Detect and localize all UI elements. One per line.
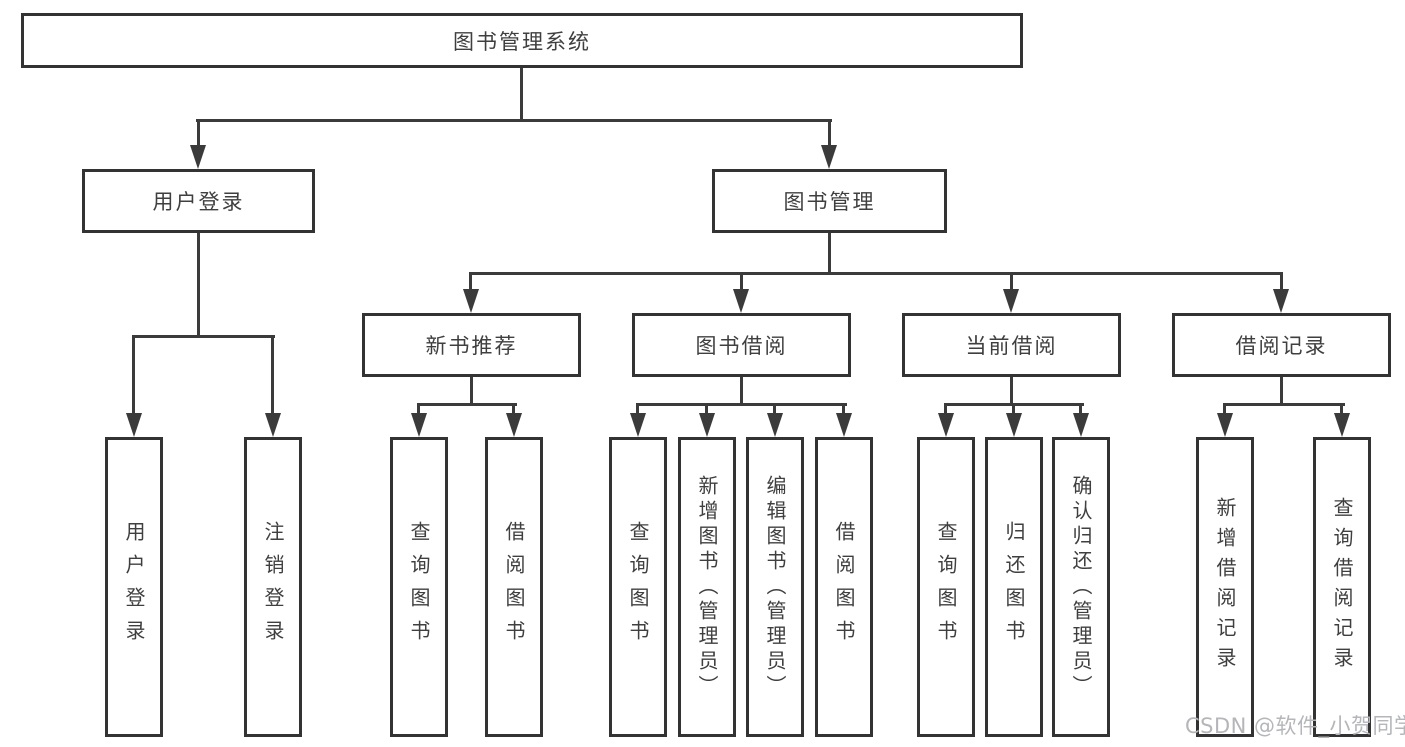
node-query-books-borrowing: 查询图书: [609, 437, 667, 737]
arrow-down-icon: [836, 413, 852, 437]
node-add-books-admin: 新增图书（管理员）: [678, 437, 736, 737]
node-label: 确认归还（管理员）: [1069, 474, 1093, 700]
node-label: 新增图书（管理员）: [695, 474, 719, 700]
node-label: 图书借阅: [695, 334, 788, 358]
node-label: 图书管理系统: [453, 29, 591, 54]
arrow-down-icon: [1006, 413, 1022, 437]
node-label: 图书管理: [783, 190, 876, 214]
connector-stem-user-login-leaf: [132, 335, 135, 415]
node-label: 当前借阅: [965, 334, 1058, 358]
connector-current-trunk: [1010, 375, 1013, 406]
node-new-book-recommendation: 新书推荐: [362, 313, 581, 377]
connector-stem-borrowing-records: [1280, 272, 1283, 293]
node-logout: 注销登录: [244, 437, 302, 737]
node-label: 新增借阅记录: [1213, 497, 1237, 677]
arrow-down-icon: [126, 413, 142, 437]
connector-stem-query-books-borrowing: [636, 403, 639, 417]
arrow-down-icon: [1334, 413, 1350, 437]
node-label: 查询借阅记录: [1330, 497, 1354, 677]
node-label: 查询图书: [934, 521, 958, 653]
connector-stem-query-books-current: [944, 403, 947, 417]
arrow-down-icon: [463, 289, 479, 313]
connector-book-management-rail: [469, 272, 1283, 275]
connector-user-login-trunk: [197, 230, 200, 338]
connector-stem-confirm-return: [1079, 403, 1082, 417]
connector-stem-user-login: [197, 119, 200, 149]
connector-records-trunk: [1280, 375, 1283, 406]
node-borrow-books-borrowing: 借阅图书: [815, 437, 873, 737]
node-book-borrowing: 图书借阅: [632, 313, 851, 377]
arrow-down-icon: [1273, 289, 1289, 313]
connector-stem-book-management: [828, 119, 831, 149]
connector-stem-add-books: [705, 403, 708, 417]
node-label: 借阅图书: [502, 521, 526, 653]
node-label: 新书推荐: [425, 334, 518, 358]
node-user-login: 用户登录: [82, 169, 315, 233]
node-label: 用户登录: [122, 521, 146, 653]
connector-stem-logout: [271, 335, 274, 415]
node-label: 查询图书: [407, 521, 431, 653]
node-borrow-books-recommend: 借阅图书: [485, 437, 543, 737]
arrow-down-icon: [699, 413, 715, 437]
arrow-down-icon: [506, 413, 522, 437]
arrow-down-icon: [733, 289, 749, 313]
node-label: 编辑图书（管理员）: [763, 474, 787, 700]
connector-borrowing-trunk: [740, 375, 743, 406]
arrow-down-icon: [265, 413, 281, 437]
connector-stem-return-books: [1012, 403, 1015, 417]
arrow-down-icon: [767, 413, 783, 437]
arrow-down-icon: [1003, 289, 1019, 313]
connector-book-management-trunk: [828, 230, 831, 275]
connector-user-login-rail: [132, 335, 275, 338]
connector-stem-new-book-recommendation: [469, 272, 472, 293]
node-user-login-leaf: 用户登录: [105, 437, 163, 737]
connector-stem-query-books-recommend: [417, 403, 420, 417]
node-label: 注销登录: [261, 521, 285, 653]
node-current-borrowing: 当前借阅: [902, 313, 1121, 377]
connector-stem-borrow-books-borrowing: [842, 403, 845, 417]
node-add-borrow-record: 新增借阅记录: [1196, 437, 1254, 737]
node-label: 借阅图书: [832, 521, 856, 653]
node-label: 查询图书: [626, 521, 650, 653]
node-confirm-return-admin: 确认归还（管理员）: [1052, 437, 1110, 737]
node-label: 用户登录: [152, 190, 245, 214]
node-query-borrow-record: 查询借阅记录: [1313, 437, 1371, 737]
connector-stem-book-borrowing: [740, 272, 743, 293]
node-book-management: 图书管理: [712, 169, 947, 233]
node-library-management-system: 图书管理系统: [21, 13, 1023, 68]
connector-stem-borrow-books-recommend: [512, 403, 515, 417]
arrow-down-icon: [938, 413, 954, 437]
connector-records-rail: [1223, 403, 1345, 406]
node-label: 归还图书: [1002, 521, 1026, 653]
node-query-books-recommend: 查询图书: [390, 437, 448, 737]
arrow-down-icon: [411, 413, 427, 437]
node-return-books: 归还图书: [985, 437, 1043, 737]
connector-recommendation-trunk: [470, 375, 473, 406]
connector-stem-query-borrow-record: [1340, 403, 1343, 417]
arrow-down-icon: [190, 145, 206, 169]
connector-stem-edit-books: [773, 403, 776, 417]
csdn-watermark: CSDN @软件_小贺同学: [1185, 714, 1405, 738]
node-query-books-current: 查询图书: [917, 437, 975, 737]
connector-recommendation-rail: [417, 403, 517, 406]
connector-stem-current-borrowing: [1010, 272, 1013, 293]
node-borrowing-records: 借阅记录: [1172, 313, 1391, 377]
connector-borrowing-rail: [636, 403, 847, 406]
connector-root-rail: [196, 119, 832, 122]
connector-root-trunk: [520, 66, 523, 122]
node-label: 借阅记录: [1235, 334, 1328, 358]
arrow-down-icon: [1217, 413, 1233, 437]
node-edit-books-admin: 编辑图书（管理员）: [746, 437, 804, 737]
arrow-down-icon: [630, 413, 646, 437]
arrow-down-icon: [821, 145, 837, 169]
connector-stem-add-borrow-record: [1223, 403, 1226, 417]
arrow-down-icon: [1073, 413, 1089, 437]
